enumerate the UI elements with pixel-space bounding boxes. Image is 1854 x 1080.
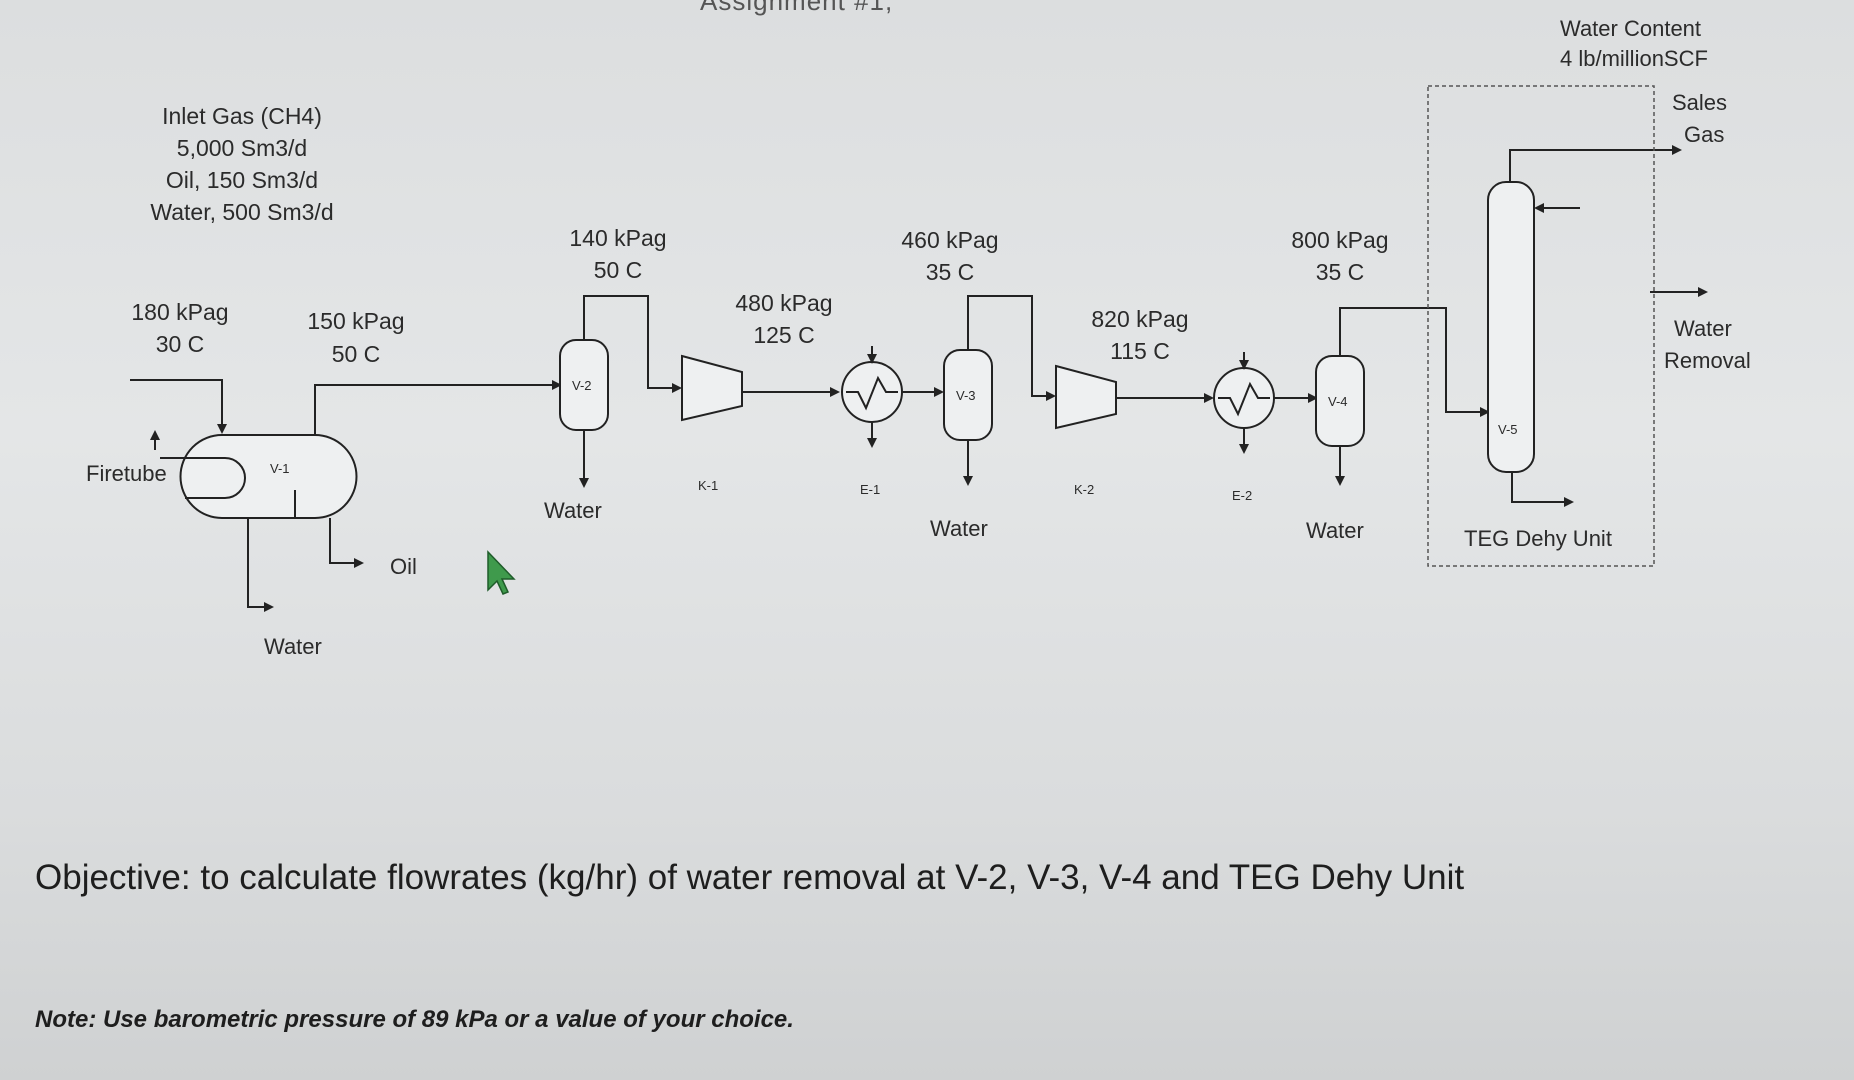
v5-rich-glycol-line (1511, 472, 1574, 507)
v3-water-label: Water (930, 516, 988, 541)
v2-gas-line (583, 295, 682, 393)
inlet-oil-rate: Oil, 150 Sm3/d (165, 167, 319, 193)
water-removal-label-line2: Removal (1664, 348, 1751, 373)
stream-5-temp: 35 C (925, 259, 975, 285)
inlet-stream-line (130, 379, 227, 434)
stream-2-pressure: 150 kPag (307, 308, 405, 334)
v1-tag: V-1 (270, 461, 290, 476)
v3-gas-line (967, 295, 1056, 401)
e2-tag: E-2 (1232, 488, 1253, 503)
v4-gas-line (1339, 307, 1490, 417)
e1-coil (846, 375, 898, 411)
v1-oil-line (329, 518, 364, 568)
v1-vessel (179, 434, 358, 519)
v2-water-label: Water (544, 498, 602, 523)
k1-compressor (681, 354, 743, 422)
v5-overhead-line (1509, 145, 1682, 182)
water-content-spec-line1: Water Content (1560, 16, 1702, 41)
stream-1-temp: 30 C (155, 331, 205, 357)
inlet-gas-rate: 5,000 Sm3/d (176, 135, 308, 161)
stream-7-pressure: 800 kPag (1291, 227, 1389, 253)
water-content-spec-line2: 4 lb/millionSCF (1560, 46, 1708, 71)
stream-3-pressure: 140 kPag (569, 225, 667, 251)
objective-text: Objective: to calculate flowrates (kg/hr… (35, 858, 1465, 897)
k1-tag: K-1 (698, 478, 719, 493)
stream-5-pressure: 460 kPag (901, 227, 999, 253)
assignment-title: Assignment #1, (700, 0, 894, 16)
stream-1-pressure: 180 kPag (131, 299, 229, 325)
firetube-label: Firetube (86, 461, 167, 486)
sales-gas-label-line1: Sales (1672, 90, 1728, 115)
stream-4-pressure: 480 kPag (735, 290, 833, 316)
k2-compressor (1055, 364, 1117, 430)
e2-coil (1218, 381, 1270, 417)
stream-7-temp: 35 C (1315, 259, 1365, 285)
stream-3-temp: 50 C (593, 257, 643, 283)
note-text: Note: Use barometric pressure of 89 kPa … (35, 1006, 794, 1033)
v4-water-label: Water (1306, 518, 1364, 543)
v1-water-line (247, 518, 274, 612)
v1-water-label: Water (264, 634, 322, 659)
teg-unit-boundary (1427, 85, 1655, 567)
stream-6-pressure: 820 kPag (1091, 306, 1189, 332)
v3-tag: V-3 (956, 388, 976, 403)
water-removal-label-line1: Water (1674, 316, 1732, 341)
v5-tag: V-5 (1498, 422, 1518, 437)
v2-tag: V-2 (572, 378, 592, 393)
stream-6-temp: 115 C (1110, 338, 1170, 364)
stream-4-temp: 125 C (753, 322, 815, 348)
inlet-gas-label: Inlet Gas (CH4) (162, 103, 322, 129)
teg-unit-label: TEG Dehy Unit (1464, 526, 1612, 551)
k2-tag: K-2 (1074, 482, 1095, 497)
e1-tag: E-1 (860, 482, 881, 497)
inlet-water-rate: Water, 500 Sm3/d (150, 199, 334, 225)
oil-outlet-label: Oil (390, 554, 417, 579)
sales-gas-label-line2: Gas (1684, 122, 1725, 147)
stream-2-temp: 50 C (331, 341, 381, 367)
v4-tag: V-4 (1328, 394, 1348, 409)
v1-gas-line (314, 380, 562, 435)
firetube (160, 457, 246, 499)
mouse-cursor (487, 550, 516, 595)
